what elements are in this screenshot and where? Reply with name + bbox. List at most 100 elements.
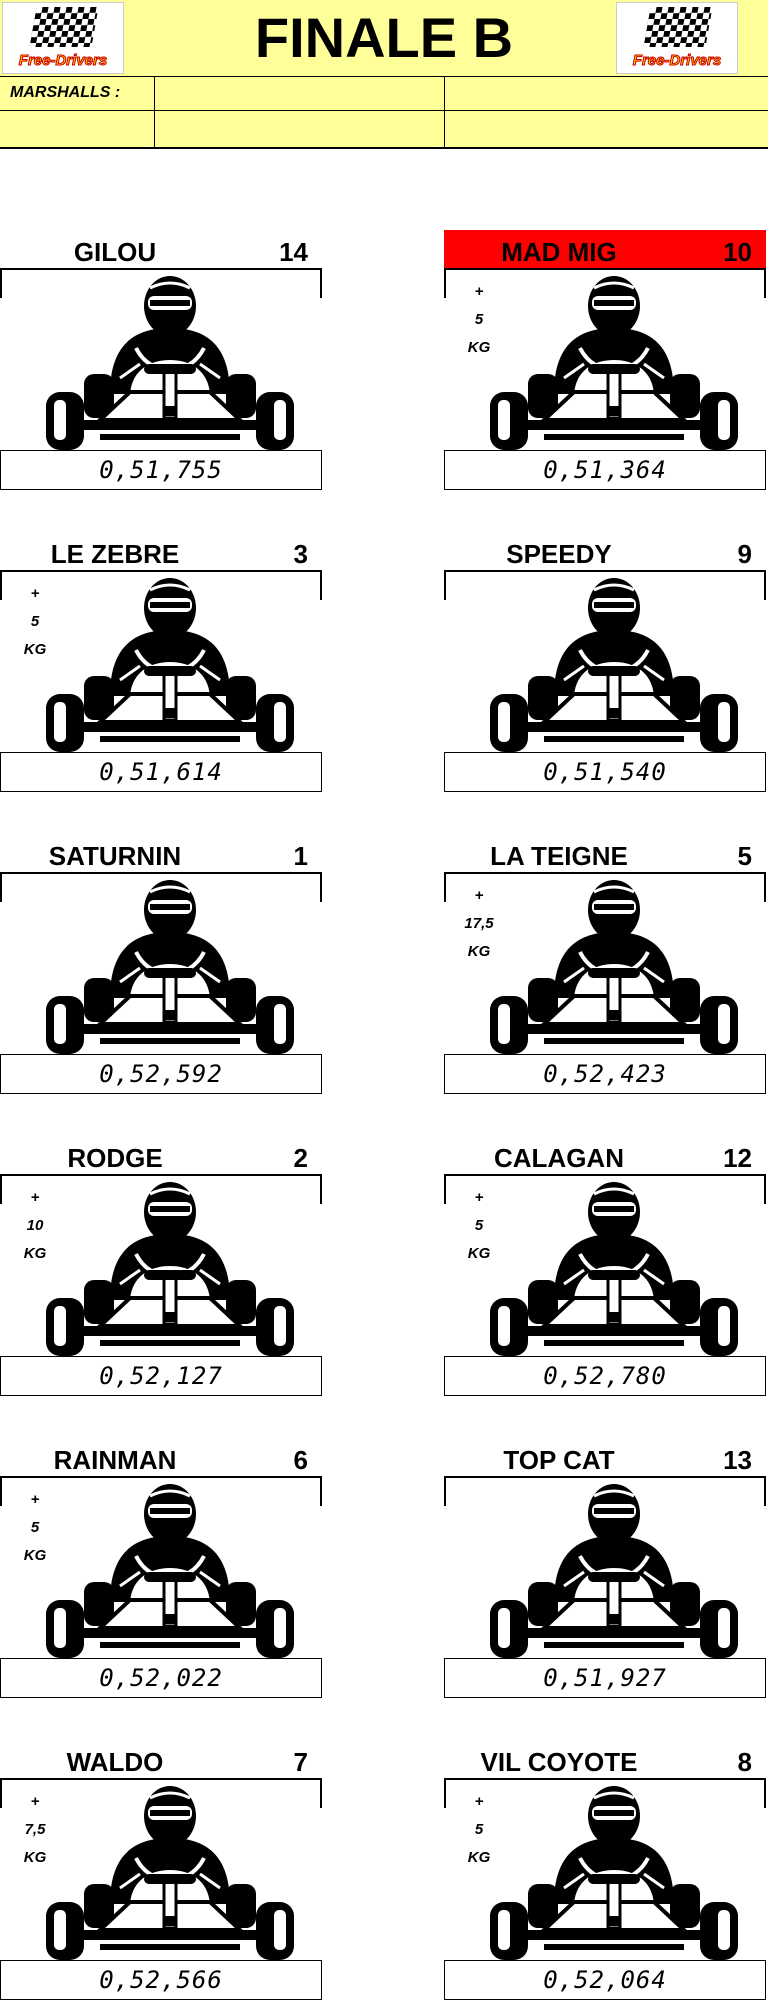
driver-number: 12 (723, 1143, 752, 1173)
lap-time: 0,52,780 (444, 1356, 766, 1396)
ballast-plus: + (30, 1491, 40, 1508)
card-frame (0, 1476, 2, 1506)
card-frame (0, 1174, 322, 1176)
grid-divider (154, 76, 155, 147)
driver-header: SATURNIN 1 (0, 834, 322, 872)
kart-driver-icon (44, 274, 296, 452)
card-frame (444, 1476, 766, 1478)
lap-time: 0,52,127 (0, 1356, 322, 1396)
ballast-plus: + (30, 1793, 40, 1810)
card-frame (444, 570, 446, 600)
driver-number: 8 (737, 1747, 752, 1777)
ballast-plus: + (474, 283, 484, 300)
driver-name: GILOU (73, 237, 157, 267)
lap-time: 0,52,592 (0, 1054, 322, 1094)
driver-card: SATURNIN 1 0,52,592 (0, 834, 322, 1094)
kart-driver-icon (488, 1180, 740, 1358)
kart-driver-icon (488, 274, 740, 452)
card-frame (0, 1476, 322, 1478)
ballast-weight: + 5 KG (456, 1788, 502, 1872)
driver-header: RODGE 2 (0, 1136, 322, 1174)
driver-name: MAD MIG (501, 237, 617, 267)
driver-card: CALAGAN 12 + 5 KG 0,52,780 (444, 1136, 766, 1396)
driver-number: 5 (737, 841, 752, 871)
driver-card: LA TEIGNE 5 + 17,5 KG 0,52,423 (444, 834, 766, 1094)
ballast-value: 5 (30, 613, 40, 630)
ballast-unit: KG (23, 641, 47, 658)
card-frame (444, 268, 766, 270)
card-frame (444, 268, 446, 298)
kart-driver-icon (488, 576, 740, 754)
driver-name: LA TEIGNE (490, 841, 628, 871)
driver-number: 13 (723, 1445, 752, 1475)
card-frame (764, 1778, 766, 1808)
driver-number: 14 (279, 237, 308, 267)
driver-name: TOP CAT (503, 1445, 615, 1475)
driver-header: RAINMAN 6 (0, 1438, 322, 1476)
ballast-unit: KG (467, 339, 491, 356)
driver-number: 1 (293, 841, 308, 871)
lap-time: 0,51,364 (444, 450, 766, 490)
logo-text: Free-Drivers (632, 52, 722, 70)
card-frame (0, 872, 322, 874)
kart-driver-icon (44, 1784, 296, 1962)
checkered-flag-icon (29, 7, 99, 47)
ballast-plus: + (474, 887, 484, 904)
driver-header: GILOU 14 (0, 230, 322, 268)
kart-driver-icon (488, 878, 740, 1056)
driver-number: 10 (723, 237, 752, 267)
driver-card: WALDO 7 + 7,5 KG 0,52,566 (0, 1740, 322, 2000)
ballast-unit: KG (467, 1849, 491, 1866)
card-frame (764, 872, 766, 902)
card-frame (0, 570, 2, 600)
driver-header: WALDO 7 (0, 1740, 322, 1778)
ballast-weight: + 5 KG (12, 580, 58, 664)
header-sheet: Free-Drivers FINALE B Free-Drivers MARSH… (0, 0, 768, 149)
kart-driver-icon (44, 1180, 296, 1358)
free-drivers-logo-left: Free-Drivers (2, 2, 124, 74)
ballast-weight: + 17,5 KG (456, 882, 502, 966)
ballast-value: 7,5 (24, 1821, 46, 1838)
driver-name: VIL COYOTE (480, 1747, 638, 1777)
card-frame (320, 1174, 322, 1204)
driver-number: 6 (293, 1445, 308, 1475)
driver-name: CALAGAN (494, 1143, 624, 1173)
card-frame (320, 1476, 322, 1506)
card-frame (0, 268, 322, 270)
driver-number: 2 (293, 1143, 308, 1173)
driver-name: WALDO (66, 1747, 164, 1777)
ballast-value: 10 (26, 1217, 44, 1234)
lap-time: 0,51,614 (0, 752, 322, 792)
marshalls-row-2 (0, 111, 768, 149)
kart-driver-icon (44, 1482, 296, 1660)
driver-card: SPEEDY 9 0,51,540 (444, 532, 766, 792)
ballast-value: 17,5 (464, 915, 494, 932)
card-frame (0, 268, 2, 298)
card-frame (444, 872, 446, 902)
free-drivers-logo-right: Free-Drivers (616, 2, 738, 74)
card-frame (764, 1174, 766, 1204)
ballast-weight: + 7,5 KG (12, 1788, 58, 1872)
driver-name: SATURNIN (48, 841, 182, 871)
card-frame (320, 872, 322, 902)
driver-card: RAINMAN 6 + 5 KG 0,52,022 (0, 1438, 322, 1698)
ballast-unit: KG (23, 1245, 47, 1262)
driver-card: TOP CAT 13 0,51,927 (444, 1438, 766, 1698)
driver-header: TOP CAT 13 (444, 1438, 766, 1476)
card-frame (320, 1778, 322, 1808)
title-bar: Free-Drivers FINALE B Free-Drivers (0, 0, 768, 77)
driver-number: 9 (737, 539, 752, 569)
ballast-weight: + 5 KG (456, 278, 502, 362)
card-frame (444, 1476, 446, 1506)
card-frame (444, 1174, 766, 1176)
card-frame (764, 268, 766, 298)
driver-card: RODGE 2 + 10 KG 0,52,127 (0, 1136, 322, 1396)
ballast-unit: KG (23, 1849, 47, 1866)
driver-header: LA TEIGNE 5 (444, 834, 766, 872)
ballast-value: 5 (474, 1217, 484, 1234)
checkered-flag-icon (643, 7, 713, 47)
grid-divider (444, 76, 445, 147)
ballast-value: 5 (30, 1519, 40, 1536)
card-frame (0, 1778, 322, 1780)
driver-header: MAD MIG 10 (444, 230, 766, 268)
